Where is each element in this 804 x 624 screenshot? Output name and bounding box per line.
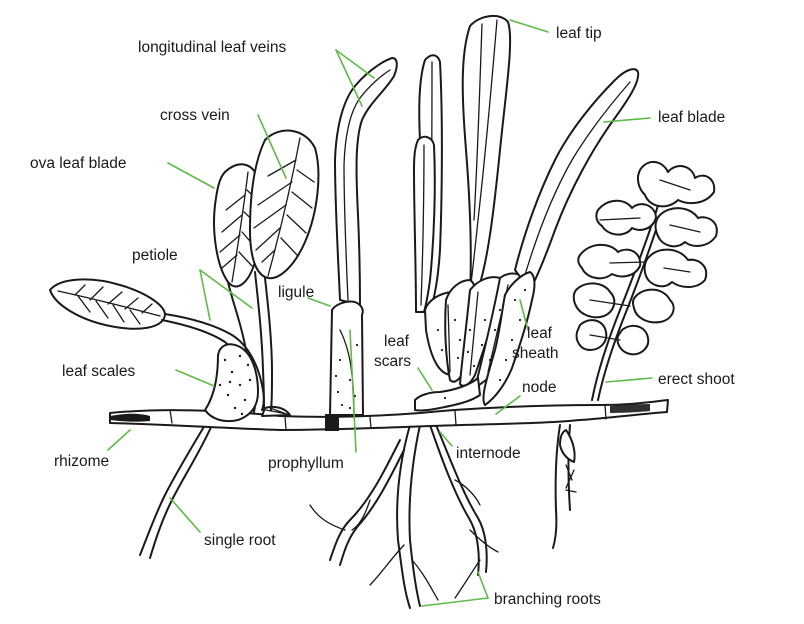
label-leaf-scars-line1: leaf: [384, 333, 410, 350]
label-single-root: single root: [204, 532, 276, 549]
label-rhizome: rhizome: [54, 453, 109, 470]
label-longitudinal-leaf-veins: longitudinal leaf veins: [138, 39, 286, 56]
shoot-root: [553, 425, 576, 548]
label-node: node: [522, 379, 556, 396]
leader-ova-leaf-blade: [168, 163, 214, 188]
leader-petiole-a: [200, 270, 210, 320]
label-internode: internode: [456, 445, 521, 462]
leader-leaf-scars: [418, 368, 432, 390]
rhizome: [110, 400, 668, 431]
right-leaf-blade: [483, 69, 638, 405]
leader-leaf-scales: [176, 370, 214, 386]
label-leaf-tip: leaf tip: [556, 25, 602, 42]
label-prophyllum: prophyllum: [268, 455, 344, 472]
label-leaf-sheath-line1: leaf: [527, 325, 553, 342]
label-branching-roots: branching roots: [494, 591, 601, 608]
leader-erect-shoot: [606, 378, 652, 382]
label-cross-vein: cross vein: [160, 107, 230, 124]
label-leaf-scars-line2: scars: [374, 353, 411, 370]
label-ova-leaf-blade: ova leaf blade: [30, 155, 127, 172]
label-ligule: ligule: [278, 284, 314, 301]
leader-rhizome: [108, 430, 130, 450]
leader-single-root: [170, 498, 200, 532]
erect-shoot: [574, 162, 717, 400]
label-erect-shoot: erect shoot: [658, 371, 735, 388]
label-leaf-blade: leaf blade: [658, 109, 725, 126]
single-root: [140, 425, 212, 558]
leader-branching-roots-a: [422, 598, 488, 606]
label-petiole: petiole: [132, 247, 178, 264]
leader-branching-roots-b: [478, 572, 488, 598]
leaf-scale: [205, 344, 258, 421]
leader-leaf-tip: [510, 20, 548, 32]
label-leaf-sheath-line2: sheath: [512, 345, 559, 362]
label-leaf-scales: leaf scales: [62, 363, 135, 380]
